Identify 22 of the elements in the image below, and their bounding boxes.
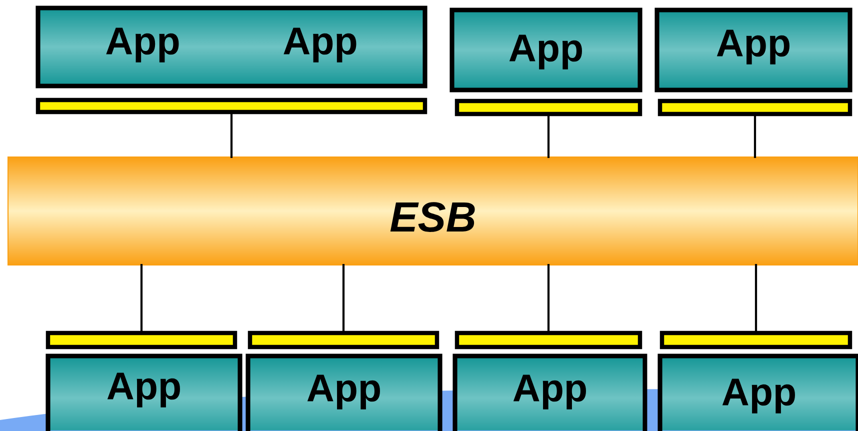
app-box: App: [452, 354, 648, 431]
app-box: App: [46, 354, 242, 431]
connector-line: [547, 264, 550, 332]
adapter-bar: [660, 330, 852, 350]
connector-line: [547, 114, 550, 158]
adapter-bar: [454, 330, 642, 350]
connector-line: [754, 114, 756, 158]
connector-line: [754, 264, 758, 332]
connector-line: [140, 264, 143, 332]
esb-band: ESB: [7, 156, 858, 266]
connector-line: [342, 264, 345, 332]
app-box: App: [450, 8, 642, 92]
adapter-bar: [248, 330, 440, 350]
app-box: App App: [36, 6, 428, 88]
connector-line: [230, 112, 233, 158]
app-box: App: [658, 354, 858, 431]
adapter-bar: [454, 98, 642, 116]
app-box: App: [246, 354, 442, 431]
adapter-bar: [658, 98, 852, 116]
adapter-bar: [46, 330, 238, 350]
adapter-bar: [36, 98, 428, 114]
app-box: App: [654, 8, 852, 92]
